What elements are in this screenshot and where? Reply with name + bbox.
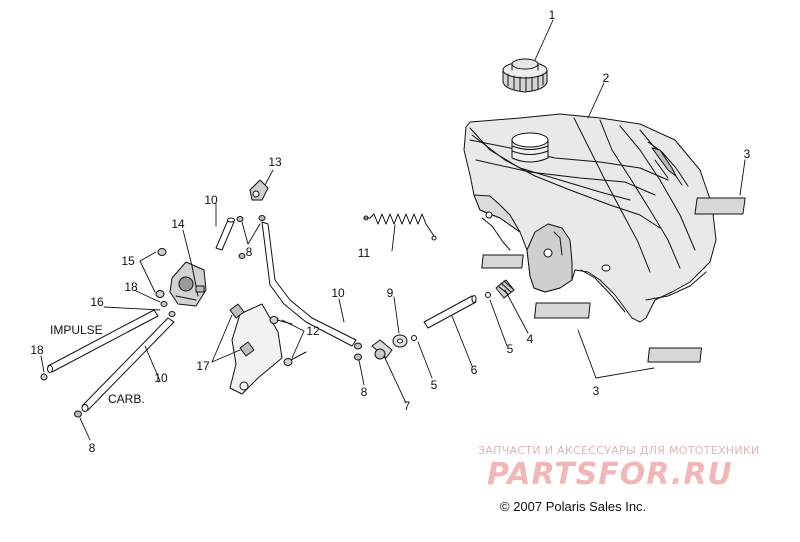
callout-12: 12 [306,324,320,338]
bracket-bolts [269,316,307,366]
leader-lines [40,19,746,441]
callout-16: 16 [90,295,104,309]
callout-3-top: 3 [744,147,751,161]
fuel-pump [169,261,207,307]
fuel-hose-10-middle [261,221,357,347]
fuel-valve [371,334,408,360]
callout-7: 7 [404,399,411,413]
pump-bracket [229,303,283,395]
fuel-hose-6 [423,295,477,329]
callout-5-left: 5 [431,378,438,392]
callout-15: 15 [121,254,135,268]
callout-5-right: 5 [507,342,514,356]
callout-2: 2 [603,71,610,85]
check-valve [249,179,269,201]
callout-9: 9 [387,286,394,300]
callout-11: 11 [358,246,371,260]
callout-18-lower: 18 [30,343,44,357]
fuel-cap [502,58,548,93]
tank-pads [481,197,746,363]
carb-label: CARB. [108,392,145,406]
callout-1: 1 [549,8,556,22]
pump-screws [155,248,167,298]
small-clamps [40,301,176,381]
callout-6: 6 [471,363,478,377]
callout-8-bottom: 8 [89,441,96,455]
watermark-tagline: ЗАПЧАСТИ И АКСЕССУАРЫ ДЛЯ МОТОТЕХНИКИ [478,444,760,457]
callout-10-top: 10 [204,193,218,207]
spring [363,213,437,241]
fuel-hose-10-top [215,217,235,251]
carb-hose [81,317,175,412]
impulse-hose [47,309,159,373]
callout-3-bottom: 3 [593,384,600,398]
impulse-label: IMPULSE [50,323,103,337]
hose-clamps [74,215,362,418]
callout-18-upper: 18 [124,280,138,294]
callout-numbers: 1 2 3 3 4 5 5 6 7 8 8 8 9 10 10 10 11 12… [30,8,750,455]
fitting [411,279,515,341]
fuel-tank [463,113,717,323]
watermark-logo: PARTSFOR.RU [487,457,733,492]
copyright-text: © 2007 Polaris Sales Inc. [500,499,647,514]
callout-14: 14 [171,217,185,231]
callout-17: 17 [196,359,210,373]
callout-10-middle: 10 [331,286,345,300]
callout-8-middle: 8 [361,385,368,399]
callout-13: 13 [268,155,282,169]
callout-8-top: 8 [246,245,253,259]
callout-4: 4 [527,332,534,346]
callout-10-bottom: 10 [154,371,168,385]
